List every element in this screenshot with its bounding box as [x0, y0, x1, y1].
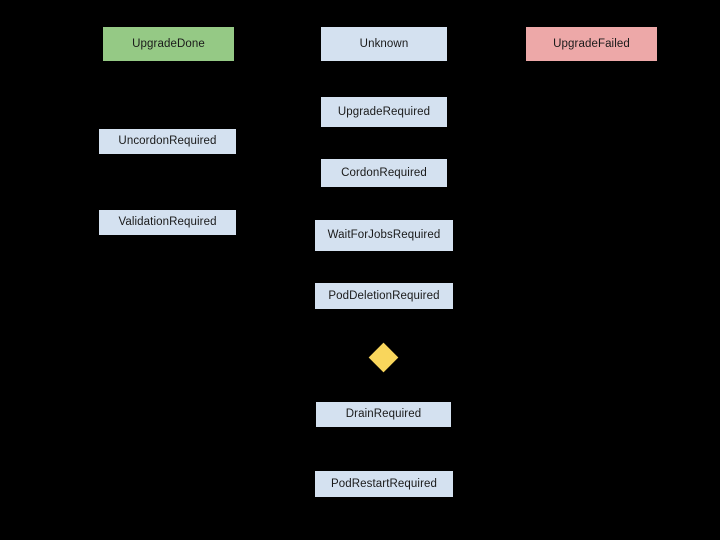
state-node-label: UpgradeDone	[132, 37, 205, 50]
state-node-upgrade-failed[interactable]: UpgradeFailed	[526, 27, 657, 61]
state-node-upgrade-done[interactable]: UpgradeDone	[103, 27, 234, 61]
state-node-validation-required[interactable]: ValidationRequired	[99, 210, 236, 235]
state-node-label: UncordonRequired	[118, 135, 217, 148]
state-node-label: UpgradeRequired	[337, 105, 431, 118]
state-node-wait-for-jobs-required[interactable]: WaitForJobsRequired	[315, 220, 453, 251]
state-node-pod-deletion-required[interactable]: PodDeletionRequired	[315, 283, 453, 309]
decision-diamond-icon[interactable]	[368, 342, 399, 373]
state-node-unknown[interactable]: Unknown	[321, 27, 447, 61]
state-node-drain-required[interactable]: DrainRequired	[316, 402, 451, 427]
state-node-label: WaitForJobsRequired	[327, 229, 441, 242]
state-node-label: CordonRequired	[341, 166, 427, 179]
state-node-label: Unknown	[359, 37, 409, 50]
state-node-label: PodDeletionRequired	[328, 289, 440, 302]
state-node-label: PodRestartRequired	[331, 477, 437, 490]
state-node-cordon-required[interactable]: CordonRequired	[321, 159, 447, 187]
state-node-upgrade-required[interactable]: UpgradeRequired	[321, 97, 447, 127]
state-node-label: ValidationRequired	[118, 216, 217, 229]
state-node-label: UpgradeFailed	[553, 37, 630, 50]
state-node-uncordon-required[interactable]: UncordonRequired	[99, 129, 236, 154]
state-node-pod-restart-required[interactable]: PodRestartRequired	[315, 471, 453, 497]
state-node-label: DrainRequired	[345, 408, 422, 421]
